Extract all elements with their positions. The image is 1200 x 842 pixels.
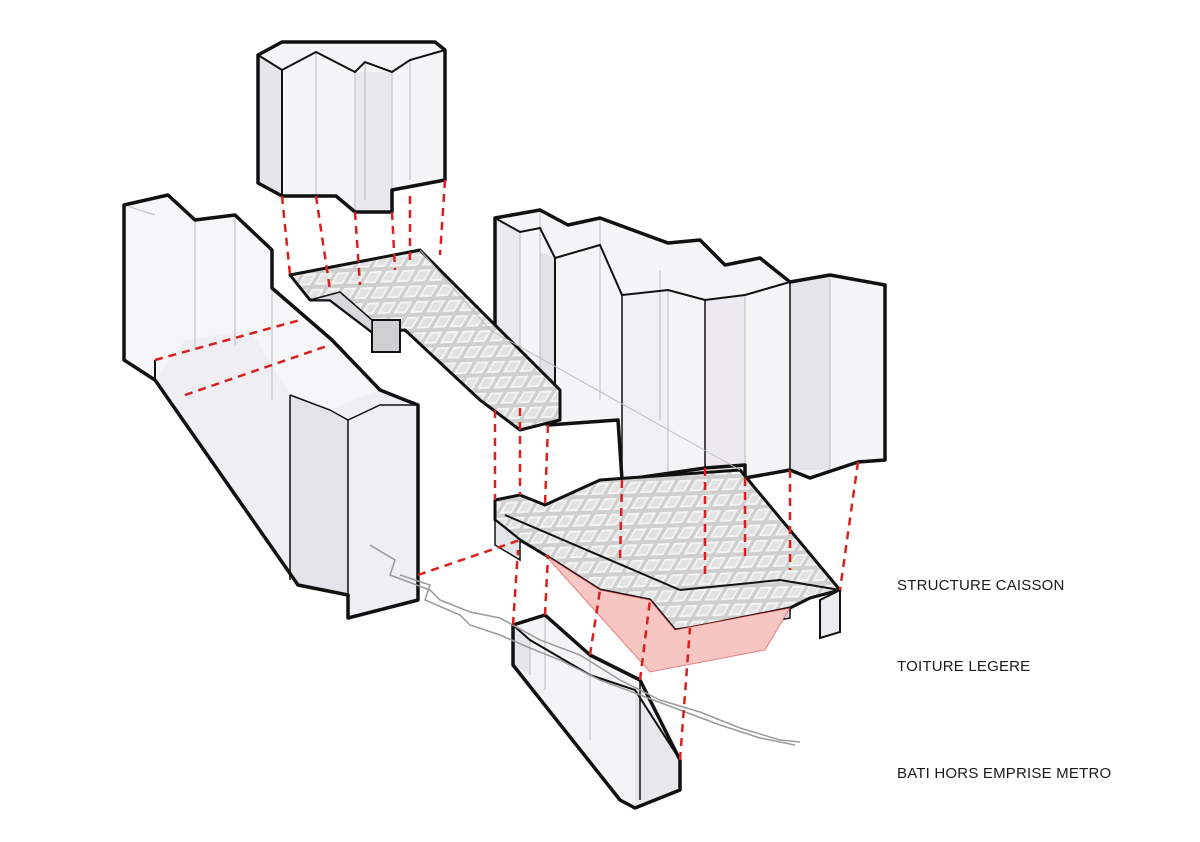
left-building-volume — [122, 193, 420, 620]
toiture-legere-roof — [544, 554, 791, 673]
legend-bati-hors-emprise-metro: BATI HORS EMPRISE METRO — [897, 765, 1112, 782]
legend-toiture-legere: TOITURE LEGERE — [897, 658, 1031, 675]
bottom-building-volume — [511, 613, 682, 810]
projection-lines — [154, 179, 860, 761]
metro-track-lines — [369, 544, 801, 746]
right-building-volume — [493, 208, 887, 482]
top-building-volume — [256, 40, 447, 214]
legend-structure-caisson: STRUCTURE CAISSON — [897, 577, 1065, 594]
